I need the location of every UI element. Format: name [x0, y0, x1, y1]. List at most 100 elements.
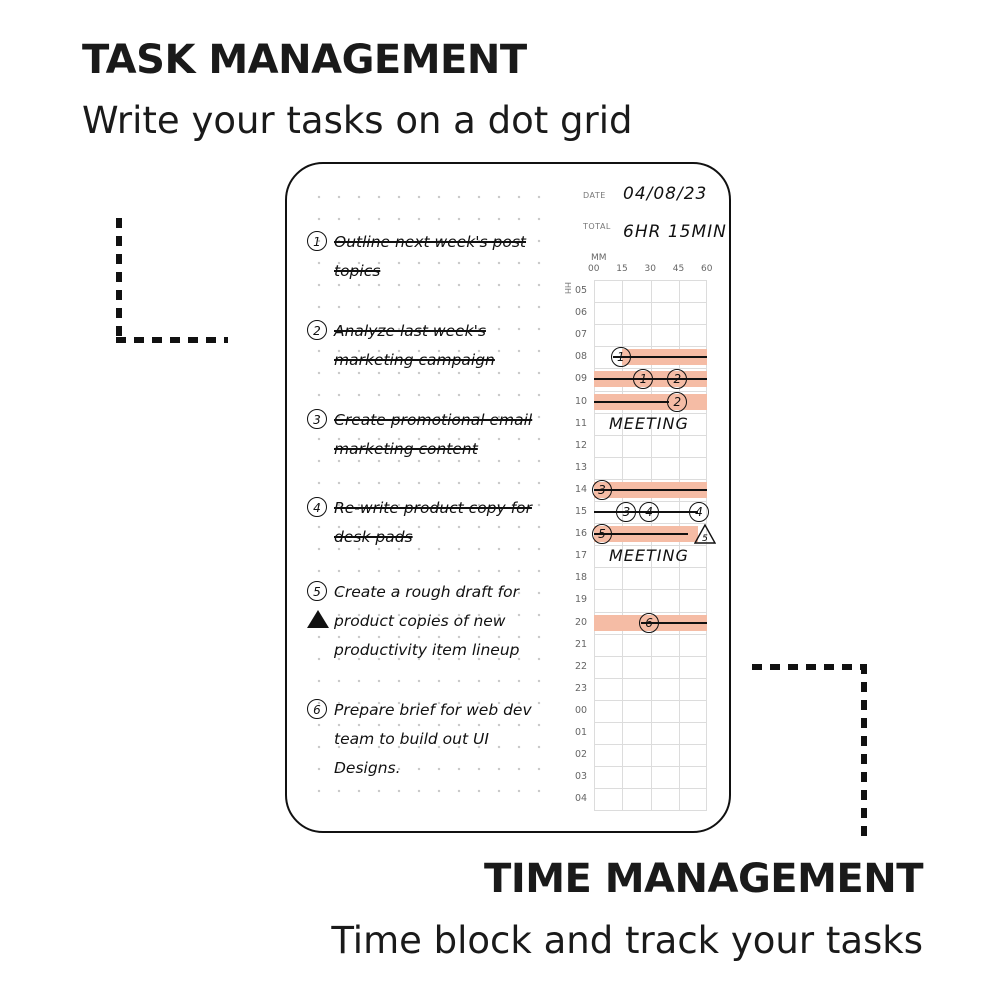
grid-row-line	[594, 501, 707, 502]
dashed-connector-right-vertical	[861, 664, 867, 836]
task-end-triangle-icon: 5	[693, 524, 716, 544]
grid-row-line	[594, 744, 707, 746]
grid-row-line	[594, 280, 707, 281]
task-number: 5	[307, 581, 327, 601]
meeting-label: MEETING	[609, 413, 689, 433]
hour-label: 03	[575, 771, 588, 783]
hour-label: 22	[575, 660, 588, 672]
grid-row-line	[594, 478, 707, 480]
dashed-connector-left-horizontal	[116, 337, 228, 343]
tracking-line	[641, 621, 707, 624]
grid-row-line	[594, 589, 707, 591]
hour-label: 04	[575, 793, 588, 805]
minute-axis-label: MM	[591, 253, 607, 263]
grid-row-line	[594, 412, 707, 414]
task-marker: 1	[610, 347, 631, 368]
meeting-label: MEETING	[609, 546, 689, 566]
priority-triangle-icon	[307, 610, 329, 628]
task-management-heading: TASK MANAGEMENT	[82, 37, 527, 83]
hour-label: 10	[575, 395, 588, 407]
minute-tick-label: 60	[701, 264, 713, 274]
grid-row-line	[594, 611, 707, 613]
grid-row-line	[594, 633, 707, 635]
hour-label: 02	[575, 749, 588, 761]
hour-label: 17	[575, 550, 588, 562]
task-marker: 4	[689, 502, 709, 523]
hour-label: 21	[575, 638, 588, 650]
dashed-connector-right-horizontal	[752, 664, 867, 670]
task-text: Create promotional email marketing conte…	[334, 411, 533, 458]
grid-row-line	[594, 810, 707, 812]
total-value: 6HR 15MIN	[623, 222, 727, 242]
task-number: 2	[307, 320, 327, 340]
planner-page: 1 Outline next week's post topics 2 Analyze…	[285, 162, 731, 833]
hour-label: 07	[575, 329, 588, 341]
dashed-connector-left-vertical	[116, 218, 122, 342]
hour-label: 16	[575, 528, 588, 540]
grid-row-line	[594, 766, 707, 768]
grid-row-line	[594, 302, 707, 304]
hour-label: 12	[575, 439, 588, 451]
tracking-line	[594, 533, 689, 536]
task-marker: 3	[616, 502, 637, 523]
hour-axis-label: HH	[563, 282, 572, 295]
task-marker: 2	[667, 369, 688, 390]
hour-label: 13	[575, 461, 588, 473]
task-marker: 6	[639, 612, 660, 633]
hour-label: 23	[575, 682, 588, 694]
grid-row-line	[594, 788, 707, 790]
hour-label: 14	[575, 483, 588, 495]
task-number: 6	[307, 699, 327, 719]
minute-tick-label: 00	[588, 264, 600, 274]
task-text: Analyze last week's marketing campaign	[334, 322, 495, 369]
grid-row-line	[594, 699, 707, 701]
grid-row-line	[594, 390, 707, 392]
date-label: DATE	[583, 191, 606, 200]
grid-row-line	[594, 722, 707, 723]
hour-label: 05	[575, 285, 588, 296]
task-number: 4	[307, 497, 327, 517]
task-marker: 1	[633, 369, 654, 390]
task-number: 1	[307, 231, 327, 251]
time-management-subtitle: Time block and track your tasks	[331, 919, 923, 962]
task-text: Prepare brief for web dev team to build …	[334, 701, 532, 777]
hour-label: 19	[575, 594, 588, 606]
total-label: TOTAL	[583, 222, 611, 231]
task-text: Re-write product copy for desk pads	[334, 499, 532, 546]
task-marker: 2	[667, 391, 688, 412]
grid-row-line	[594, 655, 707, 657]
grid-row-line	[594, 368, 707, 370]
tracking-line	[594, 488, 707, 491]
hour-label: 06	[575, 307, 588, 319]
time-management-heading: TIME MANAGEMENT	[484, 856, 923, 902]
hour-label: 00	[575, 704, 588, 716]
minute-tick-label: 30	[644, 264, 656, 274]
task-number: 3	[307, 409, 327, 429]
tracking-line	[612, 356, 707, 359]
grid-row-line	[594, 434, 707, 436]
hour-label: 18	[575, 572, 588, 584]
task-text: Outline next week's post topics	[334, 233, 527, 280]
hour-label: 08	[575, 351, 588, 363]
task-end-triangle-number: 5	[702, 534, 708, 544]
grid-row-line	[594, 567, 707, 569]
grid-row-line	[594, 324, 707, 326]
grid-row-line	[594, 346, 707, 348]
minute-tick-label: 45	[672, 264, 685, 274]
hour-label: 01	[575, 727, 588, 738]
task-text: Create a rough draft for product copies …	[334, 583, 520, 659]
grid-row-line	[594, 456, 707, 458]
dot-grid	[309, 186, 557, 811]
tracking-line	[594, 400, 670, 403]
task-marker: 3	[592, 479, 612, 500]
date-value: 04/08/23	[623, 184, 708, 204]
task-marker: 4	[639, 502, 660, 523]
minute-tick-label: 15	[616, 264, 628, 274]
grid-row-line	[594, 523, 707, 525]
hour-label: 20	[575, 616, 588, 628]
hour-label: 09	[575, 373, 588, 385]
grid-row-line	[594, 677, 707, 679]
task-management-subtitle: Write your tasks on a dot grid	[82, 99, 633, 142]
grid-row-line	[594, 545, 707, 547]
